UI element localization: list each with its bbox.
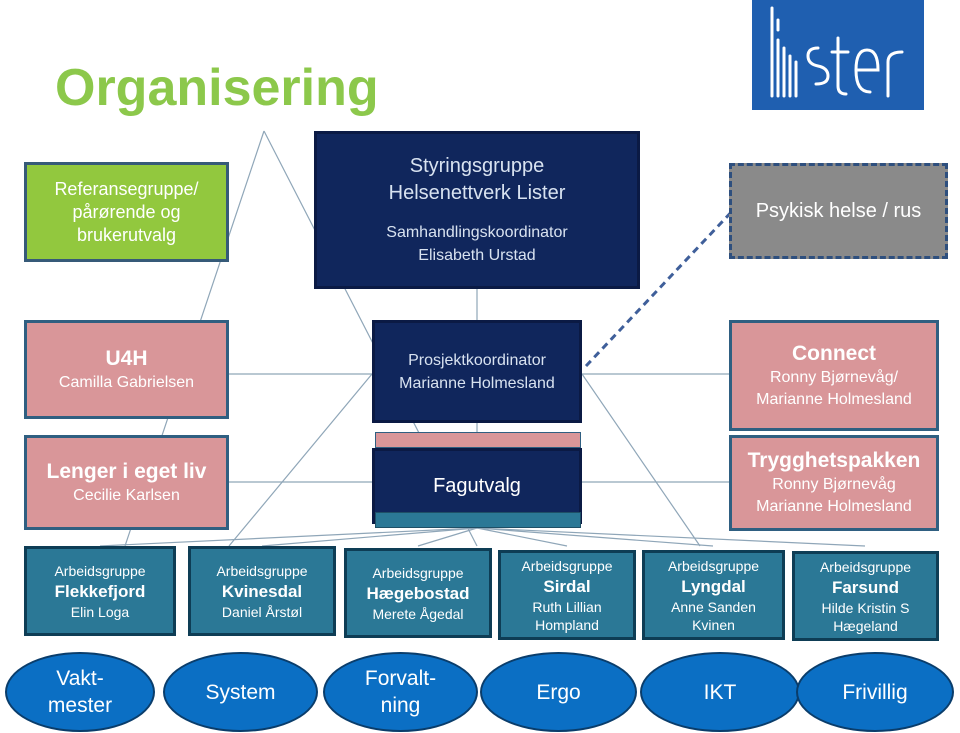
oval-label-line: IKT [703,680,737,704]
connector-line [581,373,701,547]
styringsgruppe-role: Samhandlingskoordinator [386,224,568,241]
lenger-person: Cecilie Karlsen [73,486,180,504]
lenger-i-eget-liv-box: Lenger i eget liv Cecilie Karlsen [24,435,229,530]
connector-line [476,527,568,547]
oval-label-line: Ergo [536,680,581,704]
fagutvalg-top-strip [375,432,581,448]
connect-box: Connect Ronny Bjørnevåg/ Marianne Holmes… [729,320,939,431]
arbeidsgruppe-name: Flekkefjord [54,581,146,601]
arbeidsgruppe-haegebostad: Arbeidsgruppe Hægebostad Merete Ågedal [344,548,492,638]
arbeidsgruppe-label: Arbeidsgruppe [521,557,613,574]
oval-label-line: Vakt- [56,667,104,690]
arbeidsgruppe-label: Arbeidsgruppe [372,564,464,581]
arbeidsgruppe-label: Arbeidsgruppe [216,562,308,579]
arbeidsgruppe-name: Farsund [831,577,900,597]
oval-frivillig: Frivillig [796,652,954,732]
arbeidsgruppe-sirdal: Arbeidsgruppe Sirdal Ruth Lillian Hompla… [498,550,636,640]
arbeidsgruppe-person: Hægeland [833,617,898,634]
oval-label-line: ning [380,694,421,717]
referansegruppe-line: pårørende og [72,201,181,222]
arbeidsgruppe-lyngdal: Arbeidsgruppe Lyngdal Anne Sanden Kvinen [642,550,785,640]
u4h-box: U4H Camilla Gabrielsen [24,320,229,419]
connect-person: Ronny Bjørnevåg/ [769,368,899,386]
referansegruppe-line: brukerutvalg [76,224,177,245]
referansegruppe-box: Referansegruppe/ pårørende og brukerutva… [24,162,229,262]
arbeidsgruppe-label: Arbeidsgruppe [667,557,760,574]
oval-label-line: Frivillig [842,680,908,704]
fagutvalg-label: Fagutvalg [433,474,521,497]
connector-line [261,527,478,547]
arbeidsgruppe-person: Daniel Årstøl [221,603,303,620]
connector-line [417,527,478,547]
trygghetspakken-title: Trygghetspakken [747,449,921,472]
arbeidsgruppe-kvinesdal: Arbeidsgruppe Kvinesdal Daniel Årstøl [188,546,336,636]
styringsgruppe-box: Styringsgruppe Helsenettverk Lister Samh… [314,131,640,289]
arbeidsgruppe-person: Hilde Kristin S [821,599,910,616]
styringsgruppe-title: Styringsgruppe [409,155,545,177]
trygghetspakken-box: Trygghetspakken Ronny Bjørnevåg Marianne… [729,435,939,531]
fagutvalg-box: Fagutvalg [372,448,582,524]
page-title: Organisering [55,59,379,117]
dashed-connector [584,203,740,368]
arbeidsgruppe-farsund: Arbeidsgruppe Farsund Hilde Kristin S Hæ… [792,551,939,641]
arbeidsgruppe-person: Ruth Lillian [532,598,602,615]
arbeidsgruppe-person: Elin Loga [70,603,130,620]
prosjektkoordinator-person: Marianne Holmesland [399,374,555,392]
connector-line [476,527,866,547]
connect-person: Marianne Holmesland [756,390,912,408]
arbeidsgruppe-name: Kvinesdal [221,581,303,601]
u4h-person: Camilla Gabrielsen [58,373,195,391]
connector-line [476,527,714,547]
lenger-title: Lenger i eget liv [46,459,207,483]
arbeidsgruppe-label: Arbeidsgruppe [54,562,146,579]
oval-label-line: mester [47,694,113,717]
lister-logo [752,0,924,110]
prosjektkoordinator-box: Prosjektkoordinator Marianne Holmesland [372,320,582,423]
oval-label-line: System [205,680,276,704]
connector-line [99,527,478,547]
oval-ergo: Ergo [480,652,637,732]
trygghetspakken-person: Marianne Holmesland [756,498,912,515]
styringsgruppe-subtitle: Helsenettverk Lister [388,182,566,204]
psykisk-helse-label: Psykisk helse / rus [755,199,922,222]
connector-line [228,373,373,547]
oval-forvaltning: Forvalt-ning [323,652,478,732]
styringsgruppe-person: Elisabeth Urstad [418,247,536,264]
arbeidsgruppe-name: Lyngdal [681,576,746,596]
arbeidsgruppe-flekkefjord: Arbeidsgruppe Flekkefjord Elin Loga [24,546,176,636]
arbeidsgruppe-person: Anne Sanden [671,598,756,615]
arbeidsgruppe-person: Hompland [535,616,599,633]
arbeidsgruppe-label: Arbeidsgruppe [819,558,912,575]
u4h-title: U4H [105,346,148,370]
referansegruppe-line: Referansegruppe/ [54,178,199,199]
lister-logo-mark [770,6,904,98]
arbeidsgruppe-name: Hægebostad [366,583,470,603]
psykisk-helse-box: Psykisk helse / rus [729,163,948,259]
arbeidsgruppe-name: Sirdal [543,576,591,596]
oval-ikt: IKT [640,652,800,732]
arbeidsgruppe-person: Kvinen [692,616,735,633]
fagutvalg-bottom-strip [375,512,581,528]
arbeidsgruppe-person: Merete Ågedal [372,605,464,622]
oval-system: System [163,652,318,732]
oval-vaktmester: Vakt-mester [5,652,155,732]
trygghetspakken-person: Ronny Bjørnevåg [772,476,896,493]
connect-title: Connect [792,341,876,365]
oval-label-line: Forvalt- [364,667,437,690]
prosjektkoordinator-role: Prosjektkoordinator [408,351,546,369]
